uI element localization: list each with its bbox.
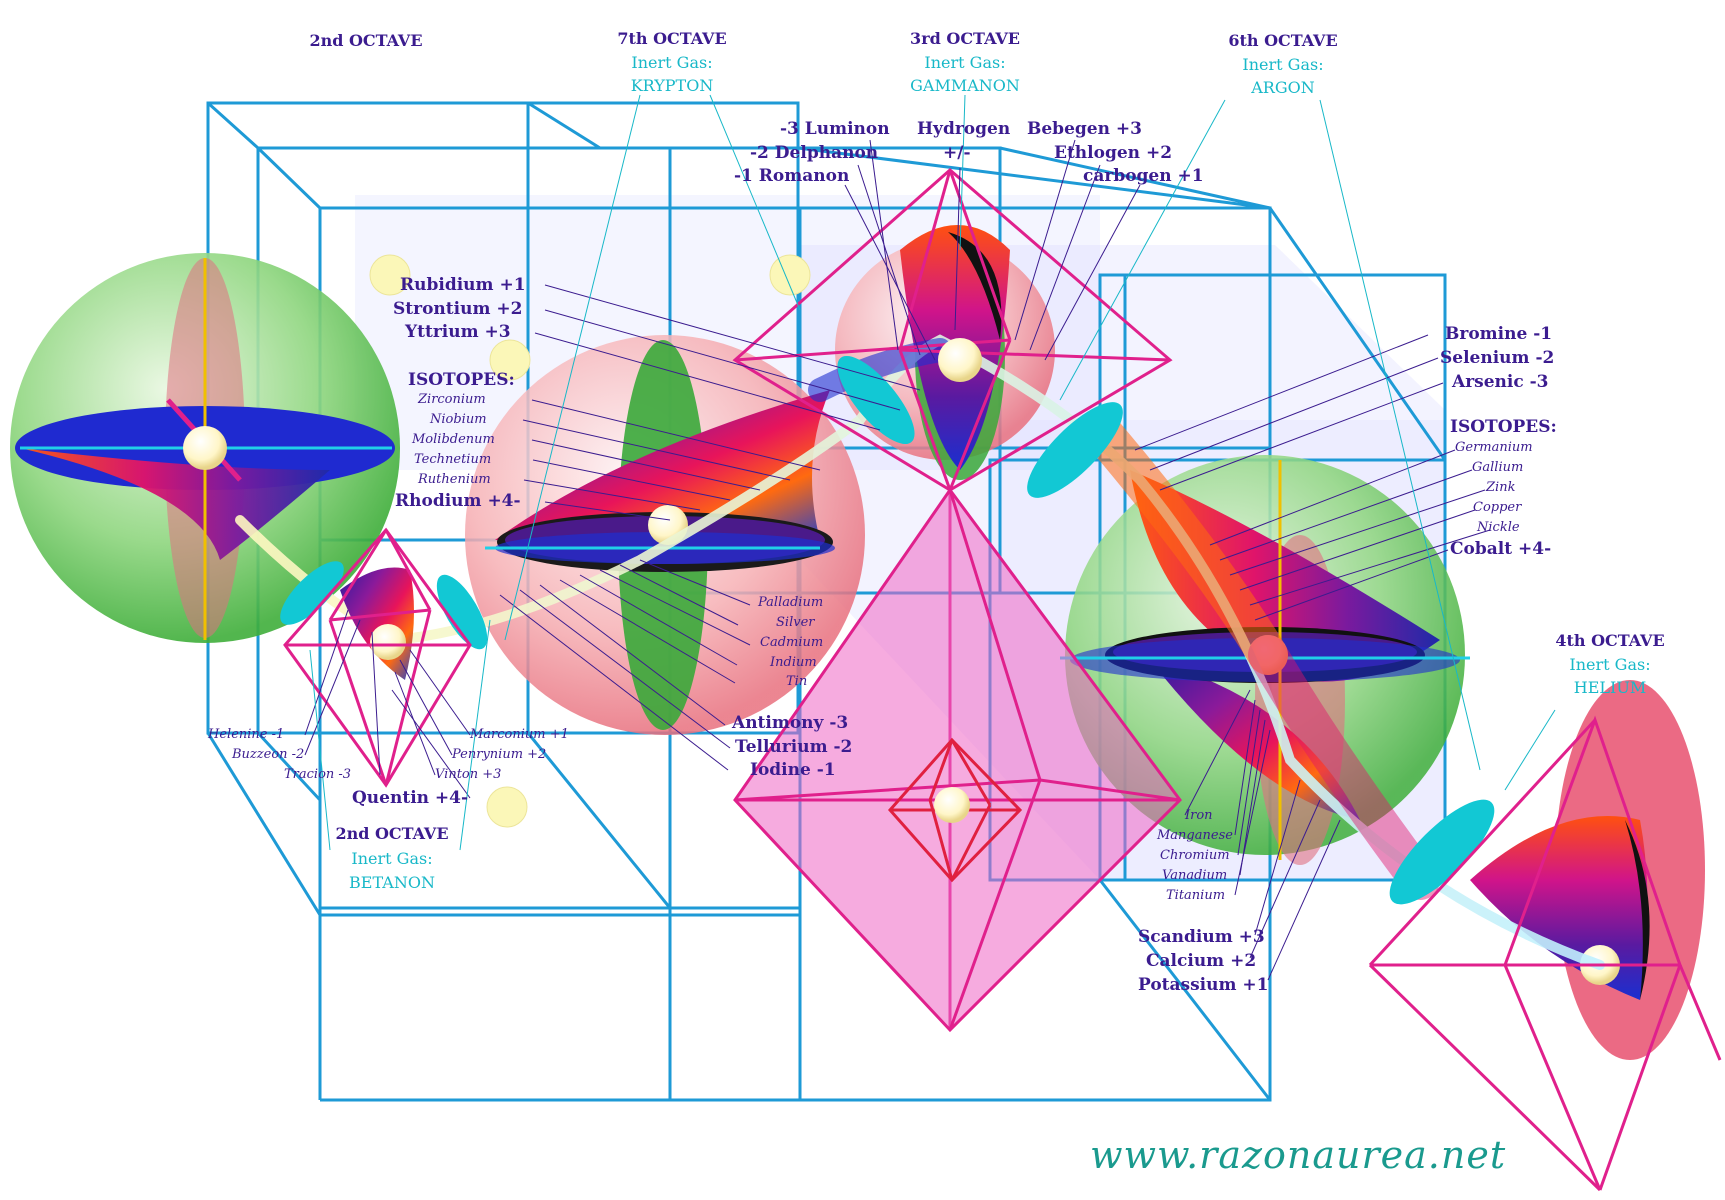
inert-gas-krypton: KRYPTON (631, 78, 714, 94)
label-hydrogen: Hydrogen (917, 121, 1010, 138)
label-hydrogen-sign: +/- (943, 145, 971, 162)
label-vanadium: Vanadium (1162, 869, 1227, 882)
label-cobalt: Cobalt +4- (1450, 541, 1551, 558)
octave-title-7th: 7th OCTAVE (617, 31, 726, 47)
label-romanon: -1 Romanon (734, 168, 849, 185)
label-gallium: Gallium (1472, 461, 1523, 474)
label-ruthenium: Ruthenium (418, 473, 491, 486)
label-technetium: Technetium (414, 453, 491, 466)
label-rubidium: Rubidium +1 (400, 277, 526, 294)
octave-title-4th: 4th OCTAVE (1555, 633, 1664, 649)
label-scandium: Scandium +3 (1138, 929, 1265, 946)
label-penrynium: Penrynium +2 (452, 748, 546, 761)
label-isotopes-4th: ISOTOPES: (1450, 419, 1557, 436)
label-iodine: Iodine -1 (750, 762, 836, 779)
label-bromine: Bromine -1 (1445, 326, 1552, 343)
inert-gas-argon: ARGON (1251, 80, 1315, 96)
label-tellurium: Tellurium -2 (735, 739, 852, 756)
label-arsenic: Arsenic -3 (1452, 374, 1549, 391)
label-titanium: Titanium (1166, 889, 1225, 902)
label-chromium: Chromium (1160, 849, 1230, 862)
label-iron: Iron (1185, 809, 1213, 822)
inert-gas-label-2nd: Inert Gas: (351, 851, 432, 867)
label-vinton: Vinton +3 (435, 768, 501, 781)
inert-gas-helium: HELIUM (1574, 680, 1646, 696)
label-indium: Indium (770, 656, 817, 669)
label-marconium: Marconium +1 (470, 728, 569, 741)
label-silver: Silver (776, 616, 814, 629)
inert-gas-label-4th: Inert Gas: (1569, 657, 1650, 673)
octave-title-3rd: 3rd OCTAVE (910, 31, 1020, 47)
octave-title-6th: 6th OCTAVE (1228, 33, 1337, 49)
inert-gas-label-7th: Inert Gas: (631, 55, 712, 71)
label-isotopes-5th: ISOTOPES: (408, 372, 515, 389)
label-zirconium: Zirconium (418, 393, 486, 406)
label-quentin: Quentin +4- (352, 790, 468, 807)
label-ethlogen: Ethlogen +2 (1054, 145, 1172, 162)
label-zink: Zink (1486, 481, 1515, 494)
label-delphanon: -2 Delphanon (750, 145, 878, 162)
label-tracion: Tracion -3 (284, 768, 351, 781)
label-luminon: -3 Luminon (780, 121, 890, 138)
label-tin: Tin (786, 675, 807, 688)
label-palladium: Palladium (758, 596, 823, 609)
label-carbogen: carbogen +1 (1083, 168, 1204, 185)
label-cadmium: Cadmium (760, 636, 823, 649)
website-url: www.razonaurea.net (1090, 1133, 1506, 1177)
label-bebegen: Bebegen +3 (1027, 121, 1142, 138)
label-copper: Copper (1473, 501, 1521, 514)
label-manganese: Manganese (1157, 829, 1233, 842)
label-selenium: Selenium -2 (1440, 350, 1554, 367)
label-potassium: Potassium +1 (1138, 977, 1268, 994)
label-antimony: Antimony -3 (732, 715, 848, 732)
label-rhodium: Rhodium +4- (395, 493, 521, 510)
octave-title-2nd-bottom: 2nd OCTAVE (335, 826, 448, 842)
label-yttrium: Yttrium +3 (405, 324, 511, 341)
label-germanium: Germanium (1455, 441, 1533, 454)
label-nickle: Nickle (1477, 521, 1520, 534)
label-helenine: Helenine -1 (208, 728, 284, 741)
octave-title-2nd-top: 2nd OCTAVE (309, 33, 422, 49)
inert-gas-label-6th: Inert Gas: (1242, 57, 1323, 73)
label-strontium: Strontium +2 (393, 301, 522, 318)
inert-gas-label-3rd: Inert Gas: (924, 55, 1005, 71)
label-buzzeon: Buzzeon -2 (232, 748, 304, 761)
inert-gas-betanon: BETANON (349, 875, 435, 891)
label-molibdenum: Molibdenum (412, 433, 495, 446)
label-niobium: Niobium (430, 413, 487, 426)
label-calcium: Calcium +2 (1146, 953, 1256, 970)
inert-gas-gammanon: GAMMANON (910, 78, 1020, 94)
